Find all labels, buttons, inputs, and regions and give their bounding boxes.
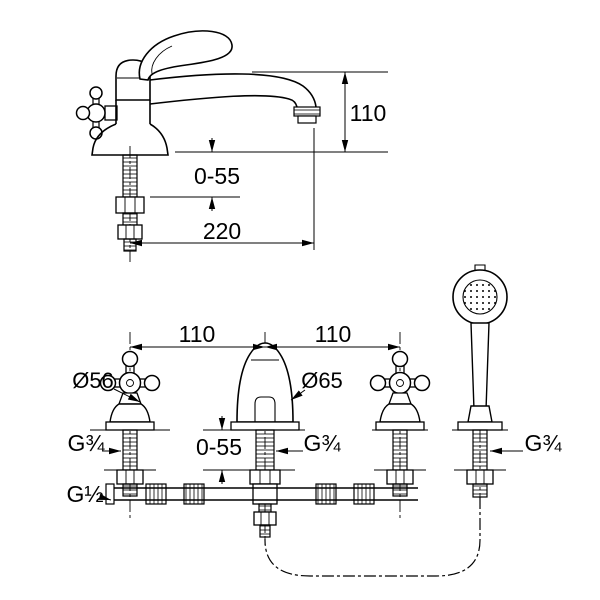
mounting-nut [115,196,145,214]
leader-pipe-thread [98,493,112,501]
label-thread-shower: G¾ [524,430,562,456]
left-shank [116,429,144,497]
leader-handle-diameter [113,388,141,403]
pipe-coupling [315,483,337,505]
center-shank [249,429,281,538]
right-base-plate [375,421,425,431]
dim-deck-range2-label: 0-55 [196,434,242,460]
dim-spacing-left-label: 110 [179,321,216,347]
left-base-plate [105,421,155,431]
label-pipe-thread: G½ [66,481,103,507]
aerator [293,106,321,117]
lever-handle [138,30,233,81]
mixer-front-view [90,264,508,577]
center-base-plate [230,421,300,431]
label-thread-center: G¾ [303,430,341,456]
label-spout-diameter: Ø65 [301,368,343,393]
shower-holder [467,405,493,423]
deck-lines [90,429,508,471]
label-handle-diameter: Ø56 [72,368,114,393]
cross-handle-side [75,86,118,140]
shower-hose [264,497,481,577]
spray-face [462,279,498,315]
tee-fitting [252,483,278,505]
left-bonnet [109,403,151,423]
hose-nipple [259,524,271,538]
pipe-coupling [145,483,167,505]
faucet-side-view [75,30,321,262]
top-dimensions: 110 0-55 220 [130,71,388,250]
lock-nut [117,224,143,240]
dim-spout-height-label: 110 [350,100,387,126]
dim-spacing-right-label: 110 [315,321,352,347]
pipe-coupling [353,483,375,505]
spout [149,73,321,124]
bottom-dimensions: 110 110 Ø56 Ø65 G¾ 0-55 G¾ G¾ G½ [66,321,562,507]
center-spout [230,342,300,431]
right-bonnet [379,403,421,423]
pipe-end-cap [105,483,115,505]
spout-mouth [254,396,276,422]
pipe-coupling [183,483,205,505]
shower-handle [470,322,490,411]
right-shank [386,429,414,497]
hand-shower [264,264,508,577]
leader-spout-diameter [290,389,306,401]
left-cross-handle [99,350,161,431]
label-thread-left: G¾ [67,430,105,456]
right-cross-handle [369,350,431,431]
dim-reach-label: 220 [203,218,241,244]
threaded-shank [115,154,145,252]
dim-deck-range-label: 0-55 [194,163,240,189]
